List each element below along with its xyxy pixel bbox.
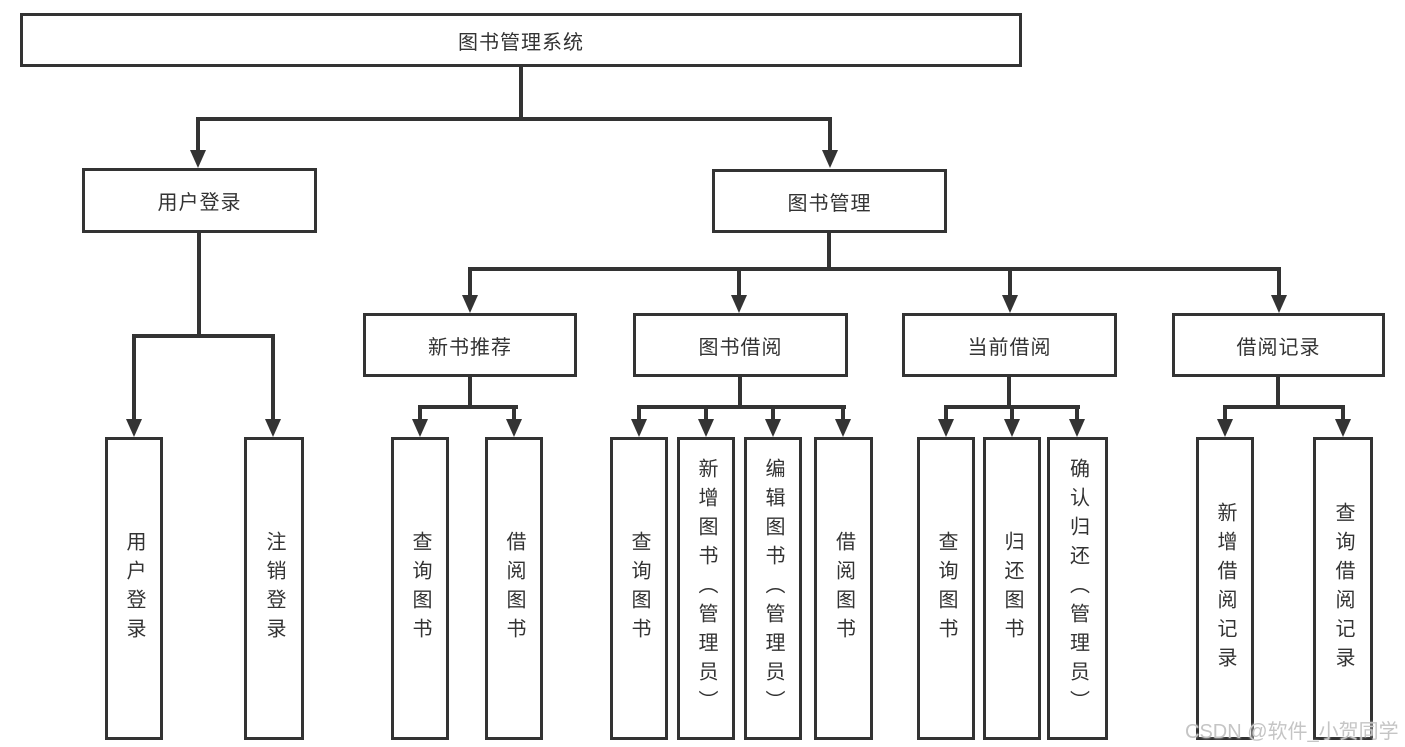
leaf-label: 借阅图书 <box>832 530 855 647</box>
node-label: 新书推荐 <box>428 336 512 359</box>
leaf-label: 用户登录 <box>123 530 145 647</box>
arrow-down-icon <box>412 419 428 437</box>
csdn-watermark: CSDN @软件_小贺同学 <box>1185 721 1399 743</box>
leaf-logout: 注销登录 <box>244 437 304 740</box>
leaf-add-borrow-record: 新增借阅记录 <box>1196 437 1254 740</box>
arrow-down-icon <box>1069 419 1085 437</box>
node-user-login: 用户登录 <box>82 168 317 233</box>
arrow-down-icon <box>731 295 747 313</box>
connector-line-v <box>1075 405 1079 421</box>
connector-line-h <box>637 405 846 409</box>
connector-line-v <box>1007 377 1011 407</box>
arrow-down-icon <box>822 150 838 168</box>
connector-line-h <box>468 267 1281 271</box>
leaf-return-books: 归还图书 <box>983 437 1041 740</box>
leaf-query-borrow-record: 查询借阅记录 <box>1313 437 1373 740</box>
connector-line-v <box>828 117 832 153</box>
connector-line-v <box>468 267 472 297</box>
leaf-label: 新增图书（管理员） <box>695 458 717 719</box>
arrow-down-icon <box>126 419 142 437</box>
arrow-down-icon <box>1335 419 1351 437</box>
connector-line-v <box>519 66 523 120</box>
node-current-borrowing: 当前借阅 <box>902 313 1117 377</box>
node-label: 图书借阅 <box>698 336 783 359</box>
node-label: 图书管理 <box>787 192 872 215</box>
node-label: 用户登录 <box>157 192 242 214</box>
arrow-down-icon <box>1271 295 1287 313</box>
connector-line-v <box>418 405 422 421</box>
connector-line-v <box>1276 377 1280 407</box>
node-library-management-system: 图书管理系统 <box>20 13 1022 67</box>
node-borrowing-records: 借阅记录 <box>1172 313 1385 377</box>
connector-line-v <box>132 334 136 421</box>
leaf-add-books-admin: 新增图书（管理员） <box>677 437 735 740</box>
connector-line-v <box>197 233 201 336</box>
connector-line-v <box>637 405 641 421</box>
leaf-label: 查询借阅记录 <box>1332 501 1354 676</box>
leaf-label: 查询图书 <box>628 530 650 647</box>
leaf-label: 新增借阅记录 <box>1214 501 1236 676</box>
node-label: 图书管理系统 <box>458 31 584 54</box>
connector-line-v <box>841 405 845 421</box>
connector-line-h <box>418 405 518 409</box>
connector-line-v <box>1341 405 1345 421</box>
connector-line-v <box>1010 405 1014 421</box>
arrow-down-icon <box>938 419 954 437</box>
connector-line-v <box>196 117 200 153</box>
leaf-borrow-books-borrowing: 借阅图书 <box>814 437 873 740</box>
leaf-label: 借阅图书 <box>503 530 525 647</box>
connector-line-h <box>196 117 832 121</box>
node-label: 当前借阅 <box>967 336 1052 359</box>
leaf-label: 确认归还（管理员） <box>1066 458 1089 719</box>
arrow-down-icon <box>631 419 647 437</box>
node-book-management: 图书管理 <box>712 169 947 233</box>
connector-line-v <box>1223 405 1227 421</box>
node-new-book-recommendation: 新书推荐 <box>363 313 577 377</box>
arrow-down-icon <box>265 419 281 437</box>
leaf-query-books-current: 查询图书 <box>917 437 975 740</box>
connector-line-v <box>512 405 516 421</box>
connector-line-v <box>468 377 472 407</box>
arrow-down-icon <box>1002 295 1018 313</box>
arrow-down-icon <box>462 295 478 313</box>
connector-line-v <box>827 233 831 269</box>
connector-line-v <box>271 334 275 421</box>
node-book-borrowing: 图书借阅 <box>633 313 848 377</box>
arrow-down-icon <box>765 419 781 437</box>
connector-line-v <box>771 405 775 421</box>
leaf-label: 编辑图书（管理员） <box>762 458 784 719</box>
arrow-down-icon <box>190 150 206 168</box>
leaf-borrow-books-recommend: 借阅图书 <box>485 437 543 740</box>
leaf-query-books-recommend: 查询图书 <box>391 437 449 740</box>
connector-line-v <box>738 377 742 407</box>
leaf-label: 注销登录 <box>263 530 285 647</box>
connector-line-h <box>132 334 275 338</box>
node-label: 借阅记录 <box>1236 336 1321 359</box>
leaf-query-books-borrowing: 查询图书 <box>610 437 668 740</box>
leaf-label: 归还图书 <box>1001 530 1023 647</box>
leaf-confirm-return-admin: 确认归还（管理员） <box>1047 437 1108 740</box>
connector-line-v <box>737 267 741 297</box>
arrow-down-icon <box>506 419 522 437</box>
connector-line-v <box>704 405 708 421</box>
leaf-label: 查询图书 <box>935 530 957 647</box>
arrow-down-icon <box>1004 419 1020 437</box>
connector-line-v <box>1277 267 1281 297</box>
leaf-label: 查询图书 <box>409 530 431 647</box>
leaf-user-login: 用户登录 <box>105 437 163 740</box>
leaf-edit-books-admin: 编辑图书（管理员） <box>744 437 802 740</box>
arrow-down-icon <box>835 419 851 437</box>
arrow-down-icon <box>1217 419 1233 437</box>
connector-line-v <box>1008 267 1012 297</box>
connector-line-h <box>1223 405 1345 409</box>
connector-line-v <box>944 405 948 421</box>
arrow-down-icon <box>698 419 714 437</box>
